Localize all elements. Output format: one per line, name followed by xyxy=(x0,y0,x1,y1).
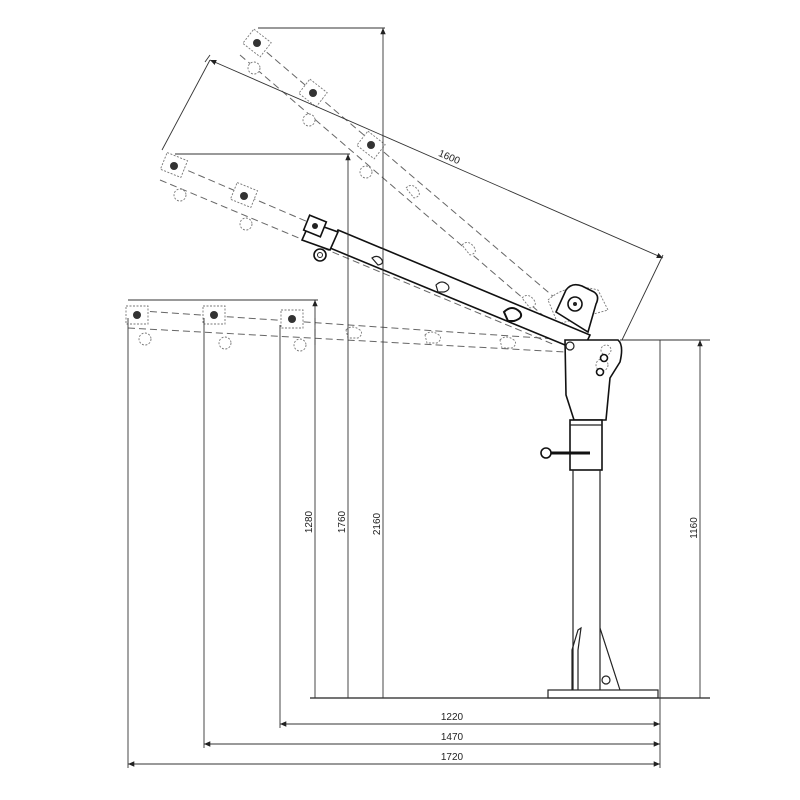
dimension-1280: 1280 xyxy=(304,300,318,698)
boom-head-icon xyxy=(298,78,328,127)
dimension-label: 1720 xyxy=(441,752,464,763)
boom-head-icon xyxy=(125,305,152,346)
dimension-2160: 2160 xyxy=(372,27,386,698)
dimension-label: 1280 xyxy=(304,510,315,533)
boom-head-icon xyxy=(242,28,272,75)
boom-head-icon xyxy=(356,130,386,179)
boom-horizontal-dashed xyxy=(125,305,571,353)
pin-icon xyxy=(312,223,318,229)
dimension-1470: 1470 xyxy=(204,732,660,747)
dimension-label: 1160 xyxy=(689,517,700,539)
dimension-label: 1220 xyxy=(441,712,464,723)
dimension-label: 1470 xyxy=(441,732,464,743)
boom-head-icon xyxy=(159,151,189,202)
boom-head-icon xyxy=(280,309,307,352)
dimension-1720: 1720 xyxy=(128,752,660,767)
dimension-1220: 1220 xyxy=(280,712,660,727)
crane-column xyxy=(540,339,659,699)
dimension-1160: 1160 xyxy=(689,340,703,698)
dimension-label: 1760 xyxy=(337,510,348,533)
dimension-label: 2160 xyxy=(372,512,383,535)
dimension-extension-lines xyxy=(127,27,710,768)
winch-icon xyxy=(554,283,599,334)
boom-head-icon xyxy=(202,305,232,350)
boom-head-icon xyxy=(229,181,259,231)
